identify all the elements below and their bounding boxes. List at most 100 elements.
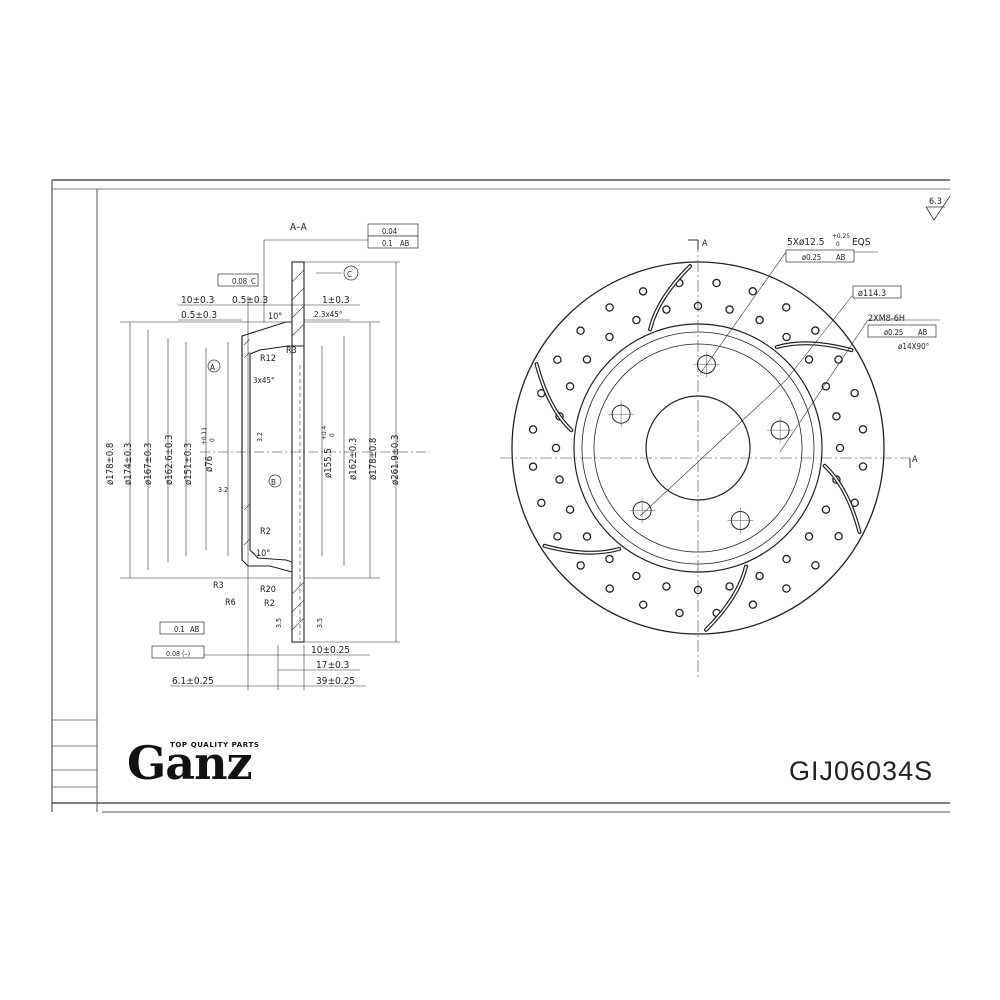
drilled-hole bbox=[537, 498, 546, 508]
radius-r6: R6 bbox=[225, 598, 236, 608]
thread-position: ø0.25 bbox=[884, 328, 903, 337]
datum-c: C bbox=[347, 270, 352, 279]
dim-chamfer2: 3x45° bbox=[253, 376, 275, 385]
tol-parallel: 0.08 bbox=[232, 277, 247, 286]
roughness-value: 6.3 bbox=[929, 197, 942, 207]
tol-parallel-ref: C bbox=[251, 277, 256, 286]
drilled-hole bbox=[565, 505, 575, 514]
diameter-labels-right: ø155.5 ø162±0.3 ø178±0.8 ø261.9±0.3 bbox=[323, 435, 401, 485]
slot-inner bbox=[535, 363, 573, 431]
drilled-hole bbox=[804, 355, 814, 364]
dia-76-tol-upper: +0.11 bbox=[200, 427, 208, 445]
drilled-hole bbox=[755, 571, 764, 581]
drilled-hole bbox=[576, 561, 585, 570]
slot-inner bbox=[776, 342, 853, 351]
drilled-hole bbox=[782, 332, 791, 342]
drilled-hole bbox=[858, 425, 868, 434]
brand-tagline: TOP QUALITY PARTS bbox=[170, 741, 260, 749]
dim-6.1: 6.1±0.25 bbox=[172, 676, 214, 687]
dim-chamfer: 2.3x45° bbox=[314, 310, 342, 319]
roughness-3.2-a: 3.2 bbox=[256, 432, 264, 442]
drilled-hole bbox=[782, 554, 791, 564]
thread-spec: 2XM8-6H bbox=[868, 314, 905, 324]
slot-inner bbox=[649, 265, 691, 331]
drilled-hole bbox=[748, 600, 758, 609]
holes-tol-upper: +0.25 bbox=[832, 232, 850, 240]
slot bbox=[704, 564, 748, 632]
thread-position-frame bbox=[867, 324, 937, 338]
drilled-hole bbox=[528, 462, 538, 471]
dia-178-right: ø178±0.8 bbox=[368, 438, 379, 480]
dia-151: ø151±0.3 bbox=[183, 443, 194, 485]
pcd-value: ø114.3 bbox=[858, 289, 886, 299]
drilled-hole bbox=[638, 287, 648, 296]
dia-167: ø167±0.3 bbox=[143, 443, 154, 485]
drilled-hole bbox=[755, 315, 764, 325]
tol-runout-bottom: 0.1 bbox=[174, 625, 185, 634]
dia-155-tol-upper: +0.4 bbox=[320, 426, 328, 440]
section-mark-top: A bbox=[702, 239, 708, 249]
drilled-hole bbox=[662, 305, 671, 314]
holes-spec: 5Xø12.5 bbox=[787, 237, 824, 248]
dim-39: 39±0.25 bbox=[316, 676, 355, 687]
dia-162.6: ø162.6±0.3 bbox=[164, 435, 175, 485]
dia-178-left: ø178±0.8 bbox=[105, 443, 116, 485]
drilled-hole bbox=[782, 584, 791, 593]
part-number: GIJ06034S bbox=[789, 756, 934, 786]
drilled-hole bbox=[811, 326, 820, 335]
dim-angle-bottom: 10° bbox=[256, 549, 270, 559]
datum-a: A bbox=[210, 363, 215, 372]
radius-r12: R12 bbox=[260, 354, 276, 364]
drilled-hole bbox=[565, 382, 575, 391]
drilled-hole bbox=[834, 531, 843, 541]
holes-position: ø0.25 bbox=[802, 253, 821, 262]
section-mark-right: A bbox=[912, 455, 918, 465]
drilled-hole bbox=[821, 505, 831, 514]
countersink: ø14X90° bbox=[898, 342, 929, 351]
dia-155-tol-lower: 0 bbox=[328, 433, 336, 437]
drilled-hole bbox=[748, 287, 757, 296]
drilled-hole bbox=[781, 303, 791, 312]
bolt-holes bbox=[608, 351, 794, 534]
drilled-hole bbox=[858, 462, 868, 471]
dia-261.9: ø261.9±0.3 bbox=[390, 435, 401, 485]
dim-angle-top: 10° bbox=[268, 312, 282, 322]
drilled-hole bbox=[632, 315, 641, 325]
section-title: A–A bbox=[290, 222, 308, 233]
radius-r2-bottom: R2 bbox=[264, 599, 275, 609]
drilled-hole bbox=[834, 355, 843, 364]
hatch-pattern bbox=[243, 269, 305, 631]
dim-1: 1±0.3 bbox=[322, 295, 350, 306]
section-view: A–A bbox=[105, 222, 430, 690]
slots bbox=[534, 264, 862, 632]
drilled-hole bbox=[712, 278, 721, 288]
leader-lines bbox=[639, 251, 940, 517]
holes-position-frame bbox=[785, 249, 855, 263]
section-arrows bbox=[688, 239, 911, 468]
holes-eqs: EQS bbox=[852, 237, 871, 248]
dia-76: ø76 bbox=[204, 456, 215, 472]
radius-r20: R20 bbox=[260, 585, 276, 595]
radius-r3-bottom: R3 bbox=[213, 581, 224, 591]
drilled-hole bbox=[582, 355, 592, 364]
diameter-labels-left: ø178±0.8 ø174±0.3 ø167±0.3 ø162.6±0.3 ø1… bbox=[105, 435, 215, 485]
holes-ref: AB bbox=[836, 253, 846, 262]
slot-inner bbox=[543, 545, 620, 554]
drilled-hole bbox=[725, 305, 734, 314]
drilled-hole bbox=[693, 301, 703, 311]
dia-155.5: ø155.5 bbox=[323, 448, 334, 478]
drilled-hole bbox=[605, 554, 614, 564]
drilled-hole bbox=[811, 561, 820, 570]
dim-17: 17±0.3 bbox=[316, 660, 349, 671]
dimension-lines bbox=[120, 239, 430, 690]
drilled-hole bbox=[675, 608, 684, 618]
dim-3.5-a: 3.5 bbox=[275, 618, 283, 628]
roughness-symbol bbox=[925, 195, 951, 221]
roughness-3.2-b: 3.2 bbox=[218, 486, 228, 494]
brand-logo: Ganz bbox=[127, 736, 253, 790]
tol-flatness-bottom: 0.08 (–) bbox=[166, 650, 190, 658]
dia-76-tol-lower: 0 bbox=[208, 438, 216, 442]
drilled-hole bbox=[551, 443, 561, 453]
drilled-hole bbox=[576, 326, 585, 335]
tol-runout-top: 0.1 bbox=[382, 239, 393, 248]
